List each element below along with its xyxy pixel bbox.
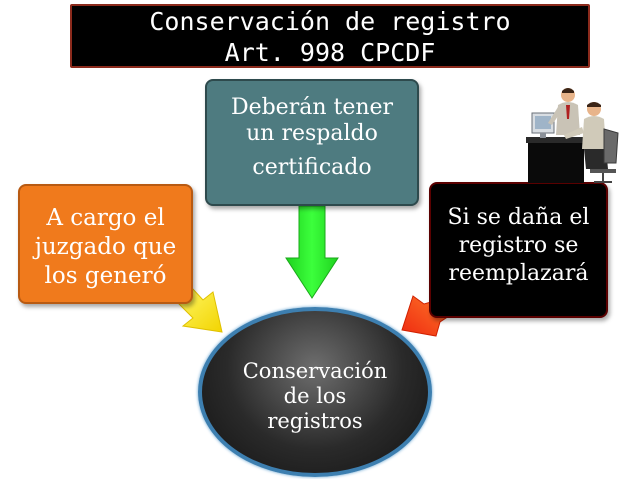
node-respaldo-certificado: Deberán tener un respaldo certificado [205, 79, 419, 206]
center-node-conservacion: Conservación de los registros [198, 307, 432, 477]
title-line-1: Conservación de registro [149, 7, 511, 36]
node-top-line-2: un respaldo [246, 121, 378, 146]
node-right-line-3: reemplazará [448, 261, 589, 286]
people-at-computer-icon [526, 88, 619, 183]
node-reemplazo-registro: Si se daña el registro se reemplazará [429, 182, 608, 318]
node-left-line-3: los generó [44, 263, 167, 289]
center-line-1: Conservación [242, 359, 388, 383]
node-cargo-juzgado: A cargo el juzgado que los generó [18, 184, 193, 304]
node-left-line-1: A cargo el [46, 205, 165, 231]
node-top-line-3: certificado [252, 155, 372, 180]
center-line-2: de los [283, 384, 347, 408]
node-right-line-1: Si se daña el [447, 205, 590, 230]
center-line-3: registros [267, 409, 363, 433]
title-banner: Conservación de registro Art. 998 CPCDF [70, 4, 590, 68]
title-line-2: Art. 998 CPCDF [224, 38, 436, 67]
arrow-top-to-center [285, 205, 339, 299]
node-right-line-2: registro se [458, 233, 579, 258]
node-left-line-2: juzgado que [34, 234, 177, 260]
node-top-line-1: Deberán tener [230, 95, 394, 120]
